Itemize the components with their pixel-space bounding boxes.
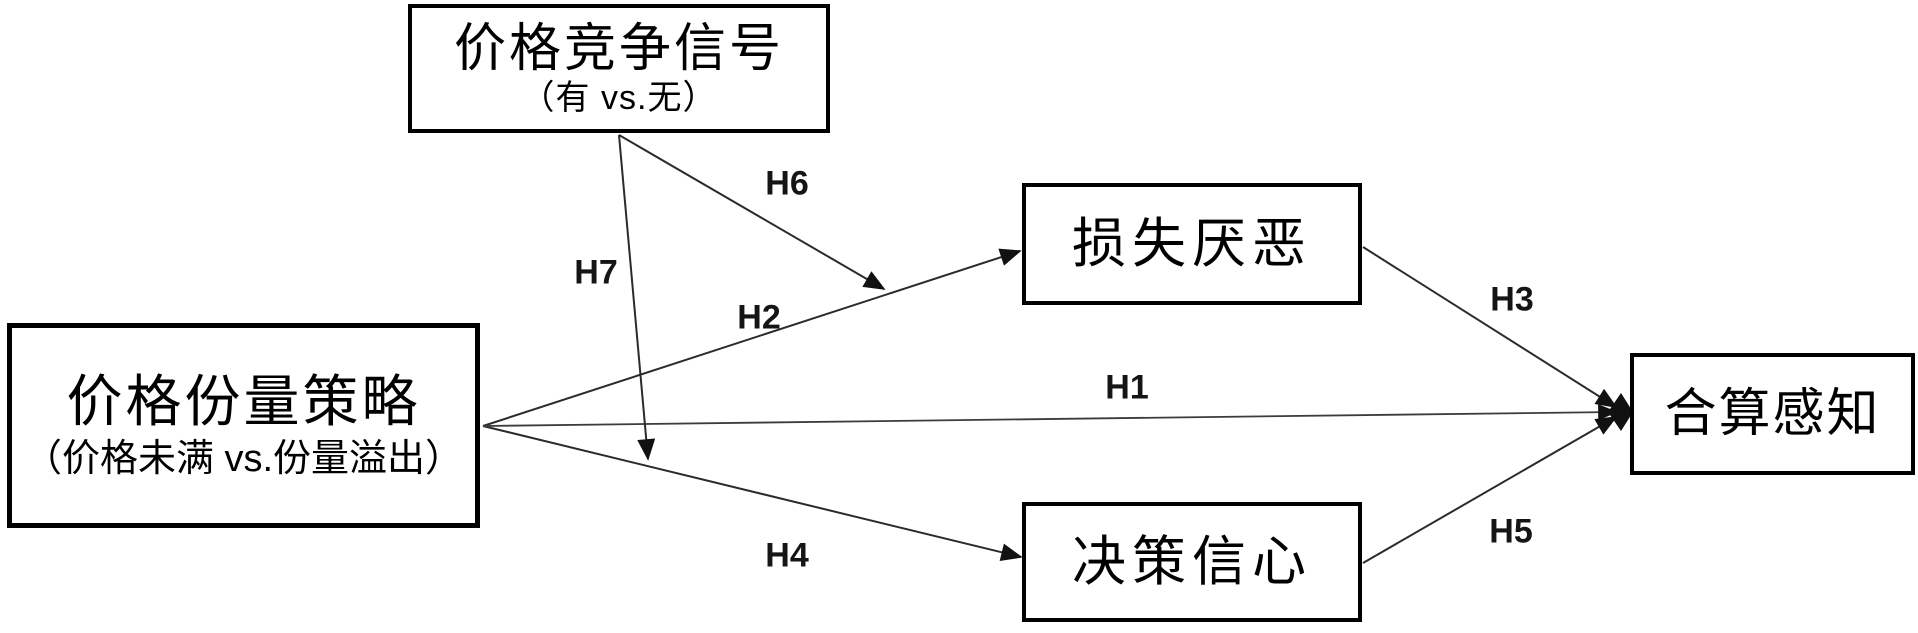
node-price-competition-signal-title: 价格竞争信号: [453, 20, 784, 79]
path-h4-arrow: [482, 425, 1023, 562]
path-h2-arrow: [482, 248, 1022, 427]
node-price-competition-signal: 价格竞争信号 （有 vs.无）: [408, 4, 830, 133]
path-label-h2: H2: [737, 298, 781, 337]
node-price-competition-signal-subtitle: （有 vs.无）: [520, 78, 718, 117]
node-price-portion-strategy-title: 价格份量策略: [66, 369, 421, 433]
node-decision-confidence-title: 决策信心: [1072, 531, 1312, 592]
path-label-h5: H5: [1489, 512, 1533, 551]
arrow-convergence-diamond: [1608, 393, 1633, 431]
path-label-h1: H1: [1105, 368, 1149, 407]
node-decision-confidence: 决策信心: [1022, 502, 1362, 622]
node-bargain-perception-title: 合算感知: [1664, 384, 1881, 443]
path-label-h3: H3: [1490, 280, 1534, 319]
path-h6-moderation-arrow: [618, 134, 886, 290]
path-label-h4: H4: [765, 536, 809, 575]
node-price-portion-strategy: 价格份量策略 （价格未满 vs.份量溢出）: [7, 323, 480, 528]
node-loss-aversion-title: 损失厌恶: [1072, 213, 1312, 274]
path-label-h7: H7: [574, 253, 618, 292]
path-h3-arrow: [1362, 246, 1618, 408]
path-h7-moderation-arrow: [618, 134, 656, 461]
path-h5-arrow: [1362, 416, 1618, 564]
node-loss-aversion: 损失厌恶: [1022, 183, 1362, 305]
node-price-portion-strategy-subtitle: （价格未满 vs.份量溢出）: [23, 437, 464, 480]
path-h1-arrow: [482, 404, 1618, 427]
path-label-h6: H6: [765, 164, 809, 203]
node-bargain-perception: 合算感知: [1630, 353, 1915, 475]
